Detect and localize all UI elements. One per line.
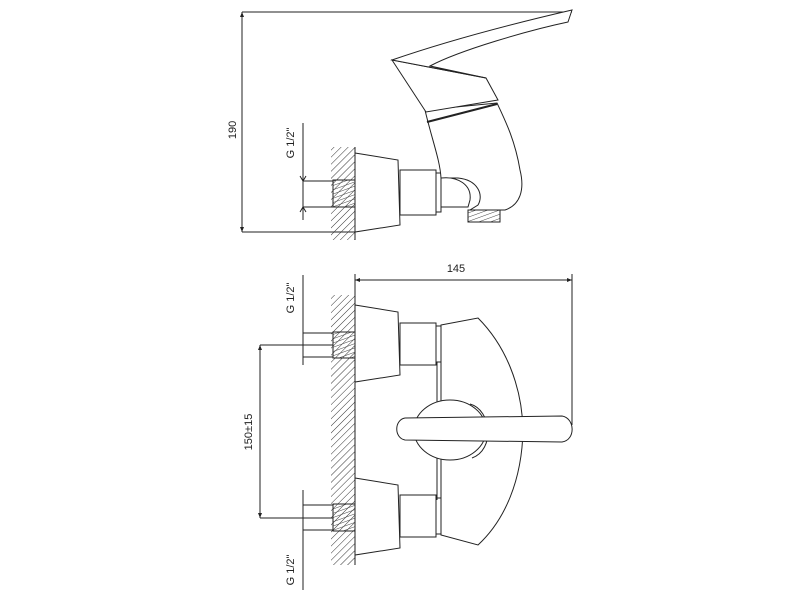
- lower-flange: [354, 477, 401, 556]
- upper-flange: [354, 304, 401, 383]
- side-view: 190 G 1/2": [227, 9, 573, 240]
- upper-nut: [399, 322, 437, 366]
- nut-ring: [435, 172, 442, 213]
- lower-nut: [399, 494, 437, 538]
- lower-nut-ring: [435, 497, 442, 535]
- width-dimension-label: 145: [447, 263, 465, 275]
- lever-handle: [396, 415, 573, 443]
- thread-label-bottom: G 1/2": [285, 555, 297, 586]
- front-view: 145 150±15 G 1/2" G 1/2": [243, 263, 573, 590]
- thread-dimension-arrows: [299, 175, 307, 213]
- upper-nut-ring: [435, 325, 442, 363]
- lever-arm: [390, 9, 573, 79]
- nut: [399, 169, 437, 216]
- upper-thread: [332, 331, 356, 359]
- thread-label: G 1/2": [285, 128, 297, 159]
- height-dimension-label: 190: [227, 121, 239, 139]
- flange: [354, 152, 401, 233]
- pipe-thread: [332, 179, 356, 208]
- lower-thread: [332, 503, 356, 532]
- thread-label-top: G 1/2": [285, 283, 297, 314]
- spacing-dimension-label: 150±15: [243, 414, 255, 451]
- spout-elbow: [440, 177, 471, 208]
- body-seam: [426, 103, 498, 123]
- outlet-thread: [467, 209, 501, 223]
